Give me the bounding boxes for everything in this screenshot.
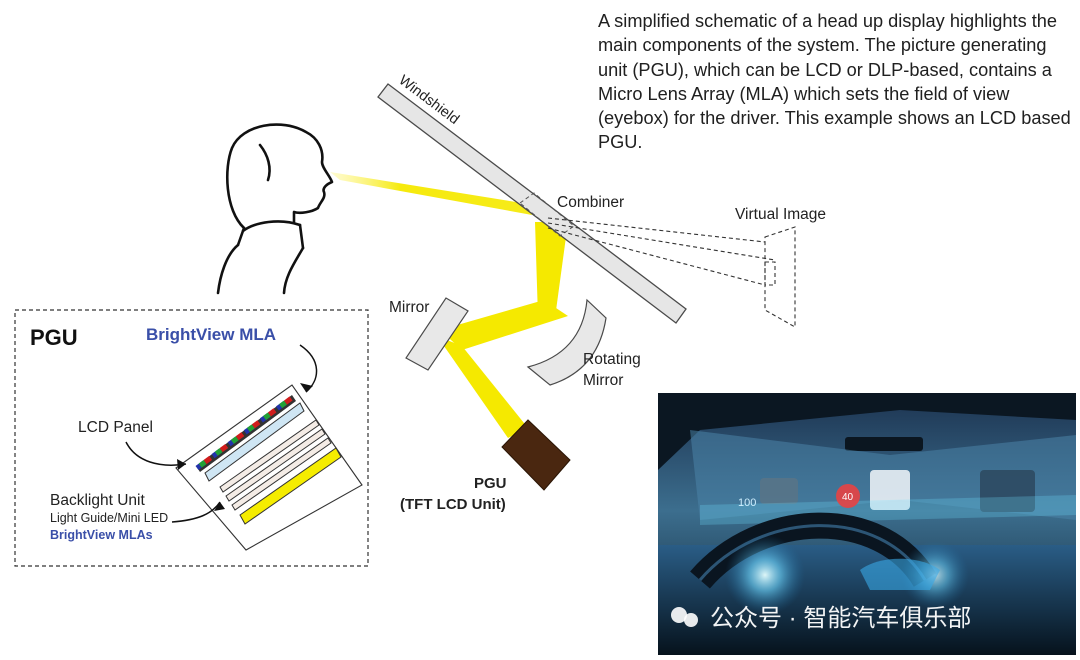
car-hologram: [860, 558, 940, 590]
brightview-mla: [204, 402, 305, 482]
virtual-image: [547, 217, 796, 328]
pgu-unit-label-1: PGU: [474, 475, 507, 492]
hud-sign-value: 40: [842, 492, 854, 503]
driver-head-illustration: [216, 123, 334, 295]
arrow-heads: [177, 383, 313, 511]
rotating-mirror: [526, 298, 607, 386]
rotating-mirror-label-2: Mirror: [583, 372, 623, 389]
watermark-text: 公众号 · 智能汽车俱乐部: [710, 605, 971, 632]
combiner-beam: [535, 222, 568, 318]
mini-led-backlight: [239, 447, 342, 525]
lcd-panel-label: LCD Panel: [78, 419, 153, 436]
mirror: [405, 297, 469, 371]
inset-title: PGU: [30, 325, 78, 350]
hud-speed-sign: [836, 484, 860, 508]
pgu-beam: [437, 336, 528, 438]
light-guide: [219, 419, 332, 511]
lcd-panel: [195, 394, 296, 472]
description-text: A simplified schematic of a head up disp…: [598, 11, 1071, 153]
backlight-arrow: [171, 501, 221, 523]
virtual-image-label: Virtual Image: [735, 206, 826, 223]
pgu-unit-label-2: (TFT LCD Unit): [400, 496, 506, 513]
mirror-label: Mirror: [389, 299, 429, 316]
light-guide-label: Light Guide/Mini LED: [50, 511, 168, 525]
hud-speed-value: 100: [738, 497, 756, 509]
watermark: 公众号 · 智能汽车俱乐部: [671, 605, 971, 632]
brightview-mlas-label: BrightView MLAs: [50, 528, 153, 542]
backlight-unit-label: Backlight Unit: [50, 492, 145, 509]
car-ahead: [870, 470, 910, 510]
combiner-label: Combiner: [557, 194, 624, 211]
brightview-mla-label: BrightView MLA: [146, 325, 276, 344]
car-interior-photo: 40 100: [658, 393, 1076, 655]
light-beam: [330, 172, 568, 438]
lcd-arrow: [125, 441, 187, 466]
pgu-unit: [501, 419, 571, 491]
rotating-mirror-beam: [440, 300, 568, 350]
eye-beam: [330, 172, 532, 215]
rotating-mirror-label-1: Rotating: [583, 351, 641, 368]
dashboard-glow: [725, 535, 805, 615]
windshield: [377, 83, 687, 324]
pgu-inset: PGU BrightView MLA LCD Panel Backlight U…: [14, 309, 369, 567]
inset-border: [14, 309, 369, 567]
